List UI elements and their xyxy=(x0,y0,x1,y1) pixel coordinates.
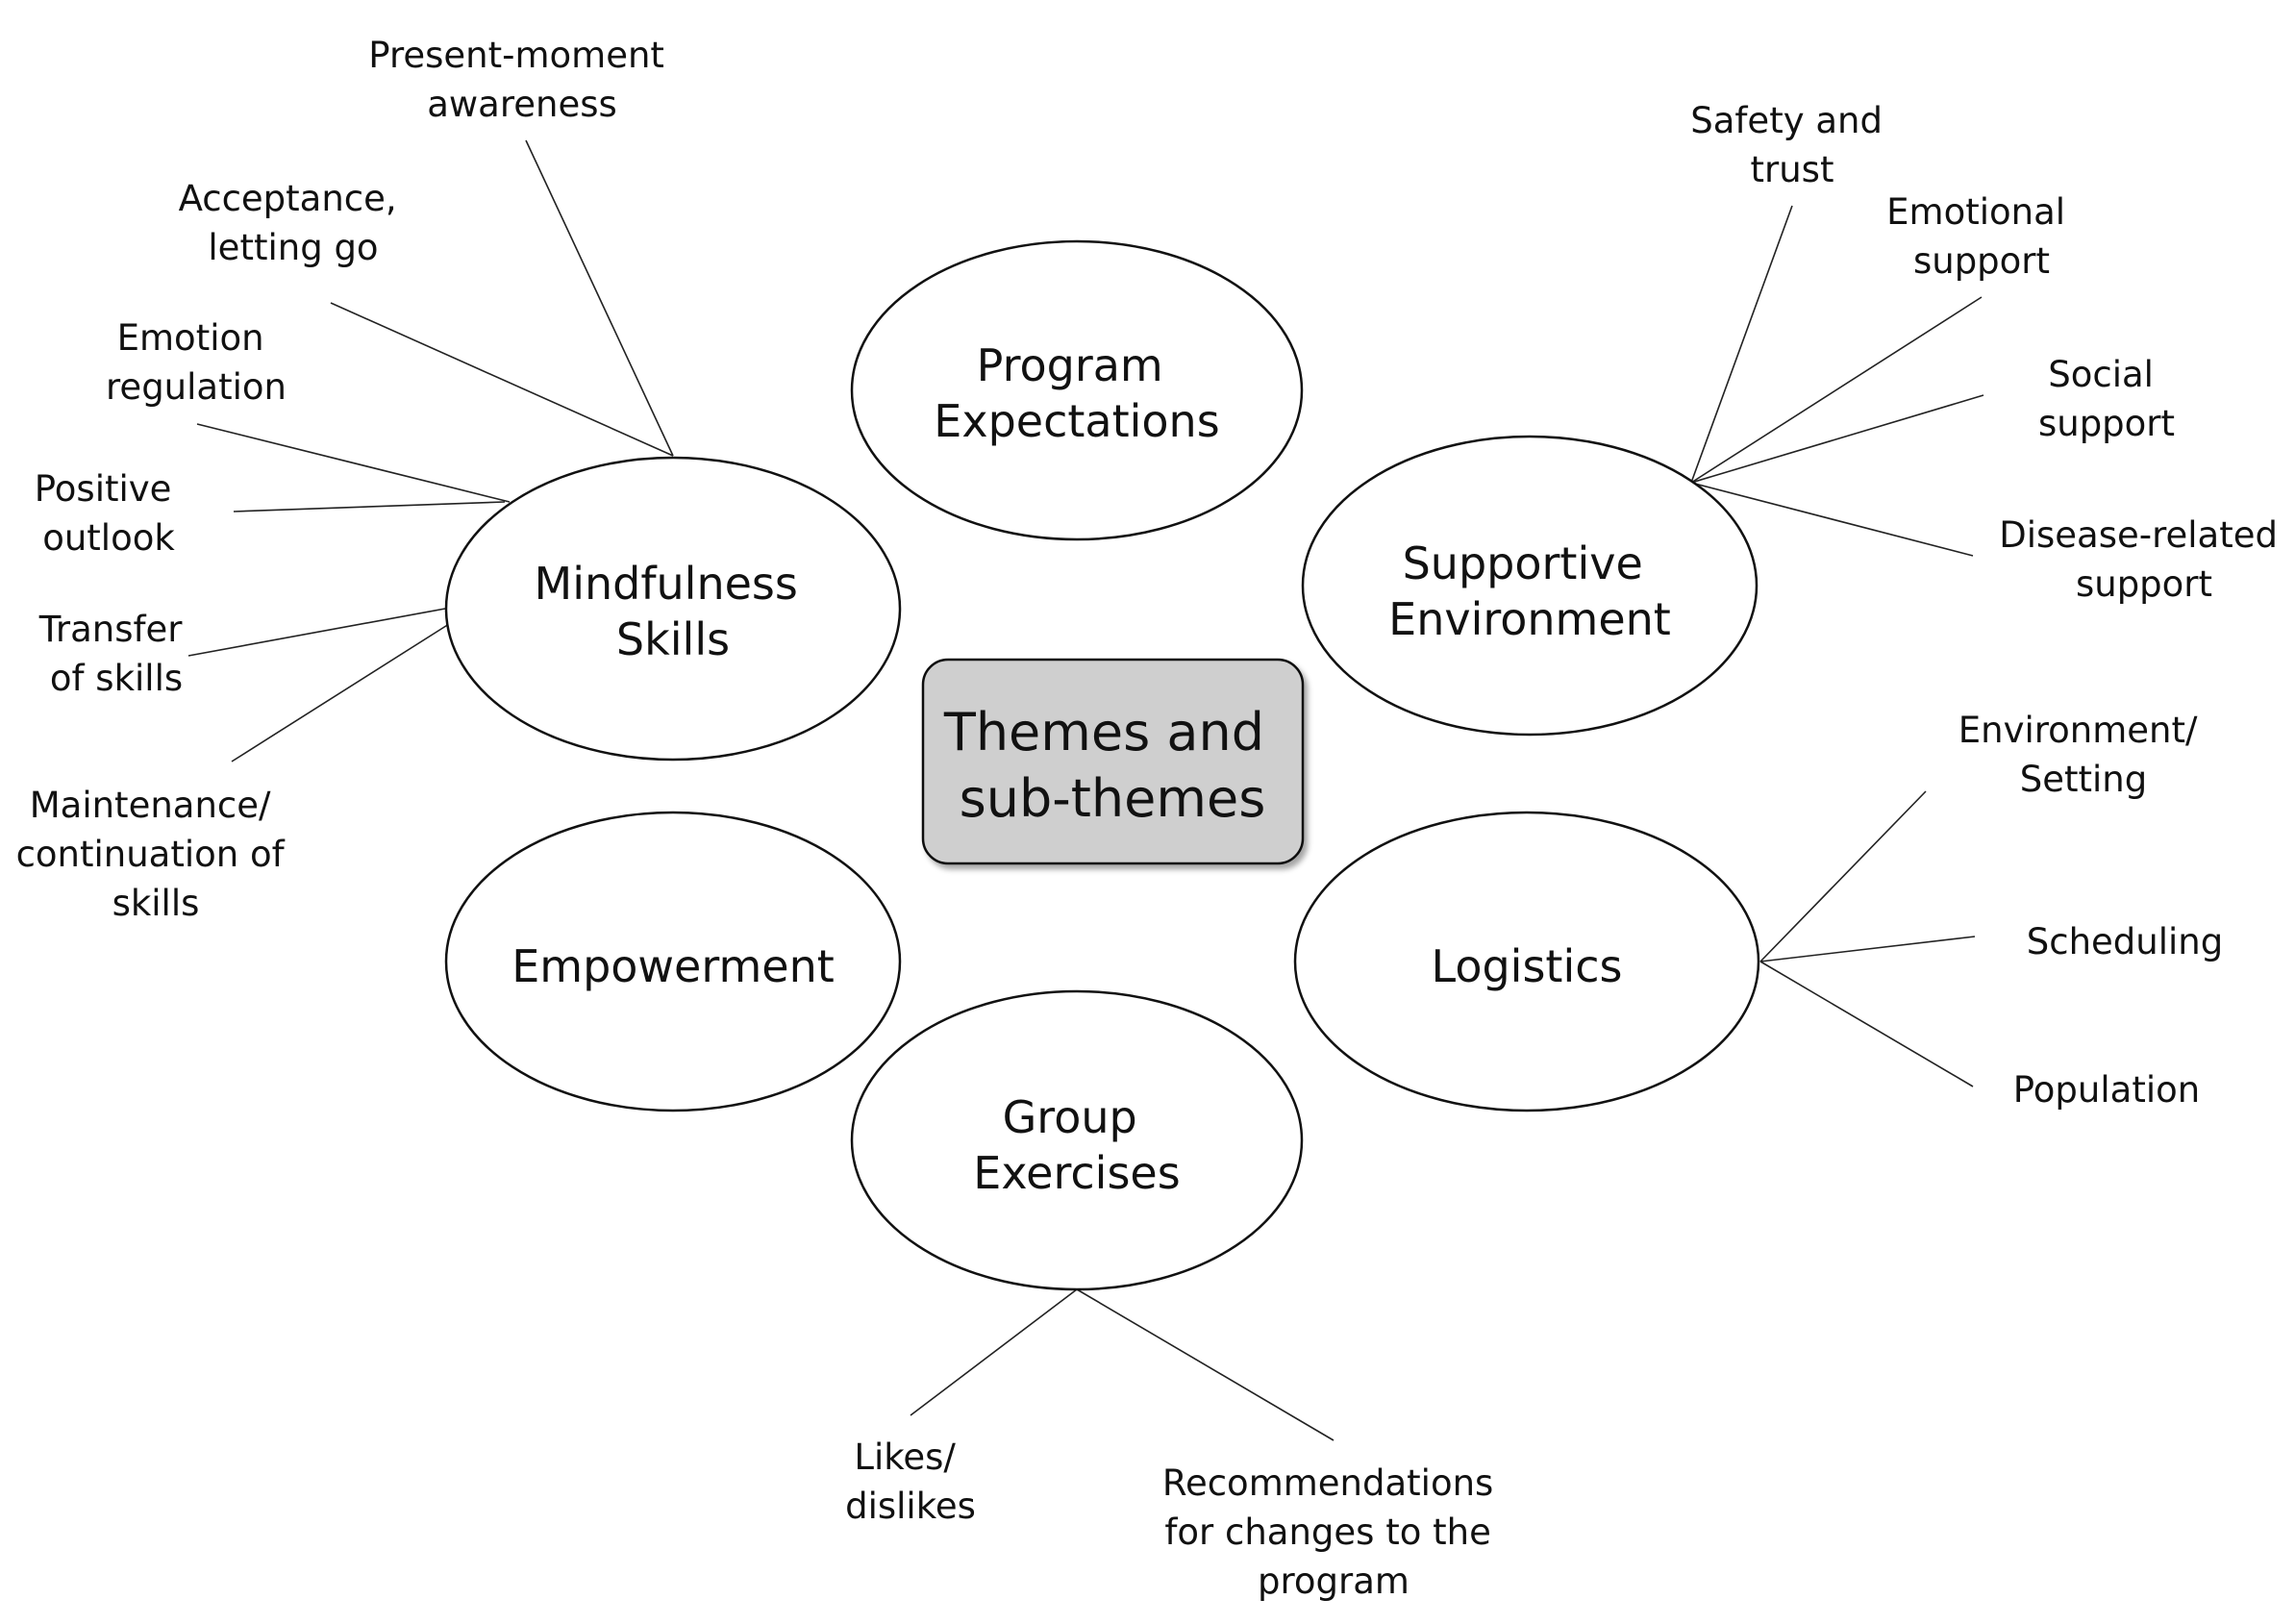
subtheme-emotional-support: Emotional support xyxy=(1886,191,2077,282)
subtheme-positive-outlook: Positive outlook xyxy=(35,468,183,559)
subtheme-transfer: Transfer of skills xyxy=(38,609,194,699)
supportive-connectors xyxy=(1690,205,1984,557)
connector-scheduling xyxy=(1759,936,1976,962)
connector-emotional-support xyxy=(1690,296,1983,484)
subtheme-present-moment: Present-moment awareness xyxy=(368,35,675,125)
connector-likes xyxy=(910,1288,1078,1416)
mindfulness-skills-label: Mindfulness Skills xyxy=(535,558,812,665)
logistics-connectors xyxy=(1759,790,1976,1087)
connector-transfer xyxy=(187,608,446,657)
mindfulness-connectors xyxy=(187,139,674,762)
program-expectations-label: Program Expectations xyxy=(934,339,1219,447)
connector-population xyxy=(1759,961,1974,1087)
connector-acceptance xyxy=(330,302,674,457)
connector-safety-trust xyxy=(1690,205,1793,484)
connector-social-support xyxy=(1690,394,1984,484)
center-title: Themes and sub-themes xyxy=(943,702,1281,829)
subtheme-likes: Likes/ dislikes xyxy=(845,1437,976,1527)
subtheme-recommendations: Recommendations for changes to the progr… xyxy=(1162,1462,1505,1602)
connector-positive-outlook xyxy=(233,501,506,512)
subtheme-population: Population xyxy=(2013,1069,2200,1111)
connector-emotion-regulation xyxy=(196,423,511,503)
connector-disease-support xyxy=(1690,482,1974,557)
group-exercises-label: Group Exercises xyxy=(973,1091,1180,1199)
connector-env-setting xyxy=(1759,790,1927,962)
empowerment-ellipse xyxy=(444,811,902,1112)
subtheme-social-support: Social support xyxy=(2038,354,2175,444)
subtheme-emotion-regulation: Emotion regulation xyxy=(106,317,287,408)
center-box xyxy=(921,658,1305,865)
group-connectors xyxy=(910,1288,1335,1441)
subtheme-scheduling: Scheduling xyxy=(2027,921,2223,962)
subtheme-disease-support: Disease-related support xyxy=(1999,514,2289,605)
subtheme-acceptance: Acceptance, letting go xyxy=(179,178,409,268)
connector-recommendations xyxy=(1076,1288,1335,1441)
logistics-label: Logistics xyxy=(1432,940,1623,992)
program-expectations-ellipse xyxy=(850,239,1304,541)
subtheme-env-setting: Environment/ Setting xyxy=(1958,710,2209,800)
empowerment-label: Empowerment xyxy=(511,940,835,992)
connector-present-moment xyxy=(525,139,674,457)
supportive-environment-ellipse xyxy=(1301,435,1759,737)
supportive-environment-label: Supportive Environment xyxy=(1388,537,1671,645)
mindfulness-skills-ellipse xyxy=(444,456,902,762)
subtheme-maintenance: Maintenance/ continuation of skills xyxy=(16,785,296,924)
subtheme-safety-trust: Safety and trust xyxy=(1690,100,1894,190)
group-exercises-ellipse xyxy=(850,989,1304,1291)
connector-maintenance xyxy=(231,623,450,762)
logistics-ellipse xyxy=(1293,811,1760,1112)
